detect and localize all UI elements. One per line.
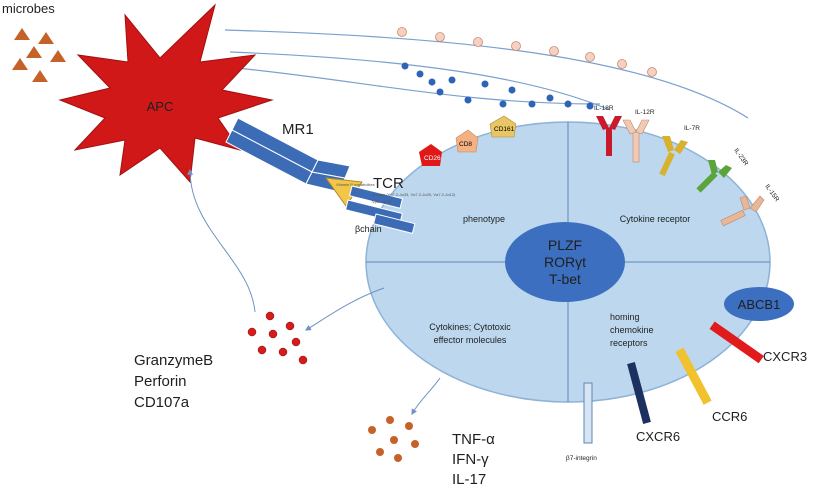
tcr-molecule xyxy=(344,185,416,234)
il18r-label: IL-18R xyxy=(594,105,614,112)
microbe-triangles xyxy=(12,28,66,82)
abcb1-label: ABCB1 xyxy=(738,297,781,312)
tf-rorgt: RORγt xyxy=(544,254,586,270)
quadrant-homing-1: homing xyxy=(610,312,640,322)
cxcr6-receptor xyxy=(627,362,651,424)
antigen-label: Vitamin B metabolites xyxy=(336,182,375,187)
tf-tbet: T-bet xyxy=(549,271,581,287)
il12r-receptor xyxy=(622,119,650,163)
arrow-to-cytokines xyxy=(411,377,441,416)
mr1-molecule xyxy=(225,117,351,193)
cxcr3-receptor xyxy=(709,321,764,364)
nucleus xyxy=(505,222,625,302)
il23r-receptor xyxy=(696,160,732,193)
svg-text:CD8: CD8 xyxy=(459,141,472,148)
tnf-label: TNF-α xyxy=(452,431,495,448)
cd8-marker: CD8 xyxy=(455,129,479,153)
il23r-label: IL-23R xyxy=(732,147,749,167)
il18r-receptor xyxy=(596,116,622,156)
quadrant-homing-2: chemokine xyxy=(610,325,654,335)
tcr-label: TCR xyxy=(373,175,404,192)
ifn-label: IFN-γ xyxy=(452,451,489,468)
quadrant-phenotype: phenotype xyxy=(463,214,505,224)
granzyme-label: GranzymeB xyxy=(134,352,213,369)
cd26-marker: CD26 xyxy=(419,144,442,166)
il17-label: IL-17 xyxy=(452,471,486,488)
cytokine-bead-chain-pink xyxy=(397,27,657,77)
arrow-to-apc xyxy=(187,168,256,313)
mr1-label: MR1 xyxy=(282,121,314,138)
granzyme-dots xyxy=(247,311,308,365)
ccr6-receptor xyxy=(675,347,712,405)
cxcr3-label: CXCR3 xyxy=(763,349,807,364)
arrow-to-granzyme xyxy=(304,287,385,331)
alpha-chain-detail: α-chain (Vα7.2-Jα33, Vα7.2-Jα20, Vα7.2-J… xyxy=(372,192,456,197)
cd107a-label: CD107a xyxy=(134,394,190,411)
signal-line-upper xyxy=(224,29,749,119)
cytokine-bead-chain-blue xyxy=(401,62,594,110)
quadrant-cytokine-receptor: Cytokine receptor xyxy=(620,214,691,224)
apc-cell xyxy=(58,3,274,184)
il15r-label: IL-15R xyxy=(763,183,780,203)
svg-text:CD26: CD26 xyxy=(424,155,441,162)
ccr6-label: CCR6 xyxy=(712,409,747,424)
microbes-label: microbes xyxy=(2,1,55,16)
quadrant-homing-3: receptors xyxy=(610,338,648,348)
beta-chain-label: βchain xyxy=(355,224,382,234)
abcb1-transporter xyxy=(724,287,794,321)
signal-line-bottom xyxy=(235,67,601,105)
b7-integrin-receptor xyxy=(583,382,593,444)
beta-chain-detail: Vβ2, Vβ13 xyxy=(372,199,392,204)
il15r-receptor xyxy=(720,195,765,227)
cxcr6-label: CXCR6 xyxy=(636,429,680,444)
signal-line-lower xyxy=(229,51,611,111)
il7r-label: IL-7R xyxy=(684,125,700,132)
cytokine-dots xyxy=(368,416,419,462)
il7r-receptor xyxy=(659,136,688,177)
apc-label: APC xyxy=(147,99,174,114)
tf-plzf: PLZF xyxy=(548,237,582,253)
quadrant-effector-1: Cytokines; Cytotoxic xyxy=(429,322,511,332)
cd161-marker: CD161 xyxy=(489,115,517,138)
svg-text:CD161: CD161 xyxy=(494,126,515,133)
perforin-label: Perforin xyxy=(134,373,187,390)
b7-integrin-label: β7-integrin xyxy=(566,455,597,462)
quadrant-effector-2: effector molecules xyxy=(434,335,507,345)
il12r-label: IL-12R xyxy=(635,109,655,116)
